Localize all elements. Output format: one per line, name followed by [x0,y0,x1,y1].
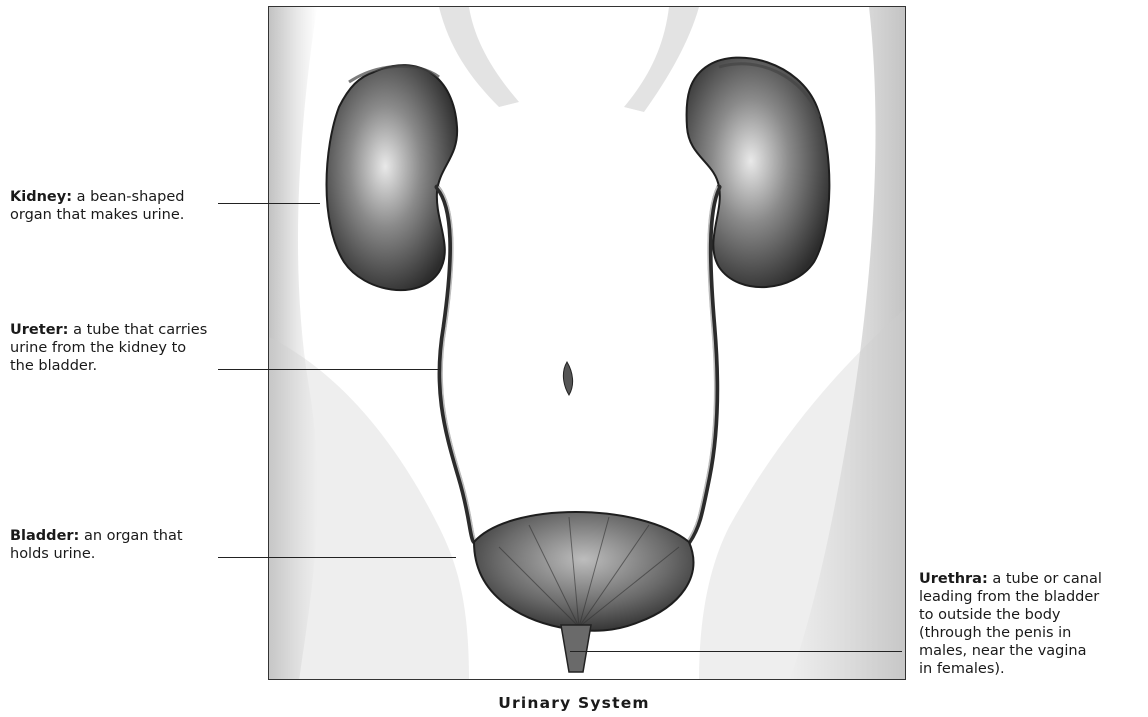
urethra-leader-line [570,651,902,652]
bladder-term: Bladder: [10,528,79,544]
urethra-term: Urethra: [919,571,988,587]
ureter-desc-line1: a tube that carries [73,322,207,338]
ureter-label: Ureter: a tube that carries urine from t… [10,321,250,375]
urethra-label: Urethra: a tube or canal leading from th… [919,570,1147,678]
kidney-left-illustration [327,65,458,290]
ureter-desc-line3: the bladder. [10,358,97,374]
urinary-system-illustration [269,7,906,680]
bladder-label: Bladder: an organ that holds urine. [10,527,230,563]
kidney-desc-line1: a bean-shaped [77,189,185,205]
ureter-leader-line [218,369,440,370]
urethra-desc-line6: in females). [919,661,1005,677]
urethra-desc-line3: to outside the body [919,607,1061,623]
urethra-illustration [561,625,591,672]
bladder-leader-line [218,557,456,558]
ureter-term: Ureter: [10,322,68,338]
urethra-desc-line2: leading from the bladder [919,589,1099,605]
bladder-desc-line2: holds urine. [10,546,95,562]
illustration-frame [268,6,906,680]
bladder-desc-line1: an organ that [84,528,183,544]
navel-illustration [563,362,572,395]
kidney-desc-line2: organ that makes urine. [10,207,184,223]
ureter-desc-line2: urine from the kidney to [10,340,186,356]
urethra-desc-line5: males, near the vagina [919,643,1086,659]
ureters [437,187,719,543]
urethra-desc-line4: (through the penis in [919,625,1071,641]
bladder-illustration [474,512,693,631]
kidney-leader-line [218,203,320,204]
figure-caption: Urinary System [0,694,1148,712]
kidney-term: Kidney: [10,189,72,205]
urethra-desc-line1: a tube or canal [992,571,1102,587]
kidney-label: Kidney: a bean-shaped organ that makes u… [10,188,230,224]
